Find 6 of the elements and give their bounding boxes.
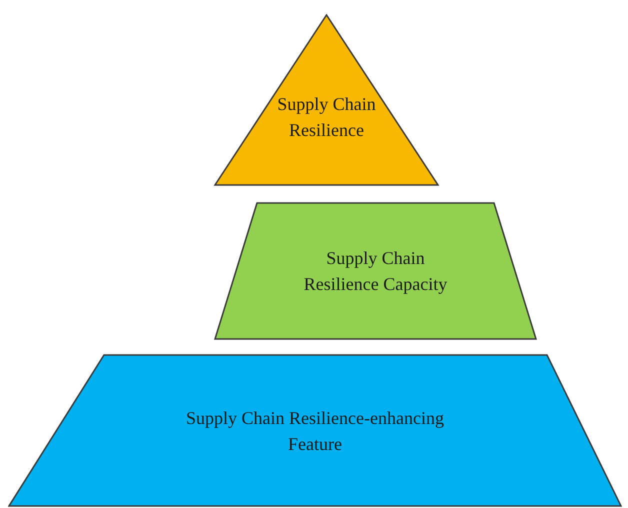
pyramid-level [214, 202, 537, 340]
level-label: Supply Chain Resilience [276, 93, 377, 142]
level-label: Supply Chain Resilience Capacity [302, 247, 448, 296]
level-label: Supply Chain Resilience-enhancing Feature [185, 406, 445, 456]
pyramid-level [213, 14, 440, 186]
pyramid-level [8, 354, 622, 507]
